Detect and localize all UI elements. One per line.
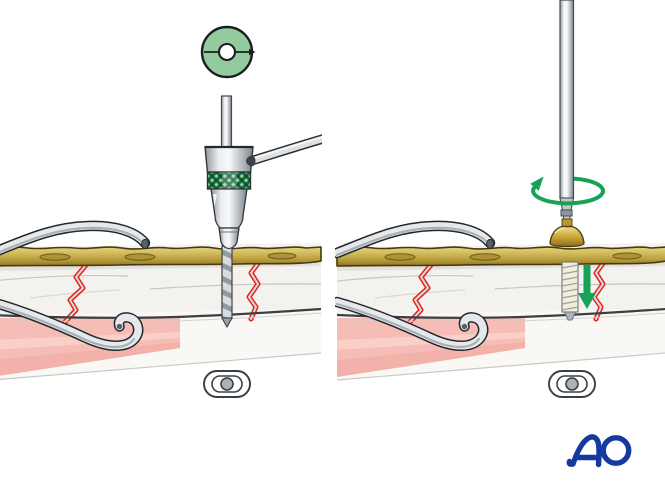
diameter-arrowhead-icon	[249, 48, 256, 56]
screw-threads	[561, 264, 579, 311]
sleeve-top-cylinder	[204, 146, 254, 174]
ao-logo: AO	[566, 434, 632, 468]
screw-head-highlight	[554, 227, 566, 234]
rotation-arrowhead-icon	[530, 176, 544, 191]
anatomy-scene	[337, 226, 665, 397]
screw-head	[549, 218, 585, 248]
panel-screw-insertion: AO	[335, 0, 665, 468]
drill-shaft	[220, 95, 233, 151]
sleeve-handle	[246, 134, 322, 167]
cortical-screw	[561, 261, 579, 321]
rotation-arrow-icon	[530, 176, 605, 206]
anatomy-scene	[0, 226, 321, 397]
sleeve-notch	[213, 194, 217, 206]
screw-tip	[563, 311, 577, 321]
cannulation-hole	[217, 42, 237, 62]
driver-collar	[560, 209, 573, 217]
insertion-arrow-icon	[578, 265, 596, 309]
knurl-highlight	[222, 172, 237, 189]
drill-sleeve	[204, 95, 322, 250]
drill-diameter-icon	[200, 25, 256, 79]
sleeve-tip	[218, 227, 240, 250]
panel-drilling	[0, 25, 322, 493]
twist-drill-icon	[221, 245, 233, 328]
screwdriver-shaft	[559, 0, 575, 229]
